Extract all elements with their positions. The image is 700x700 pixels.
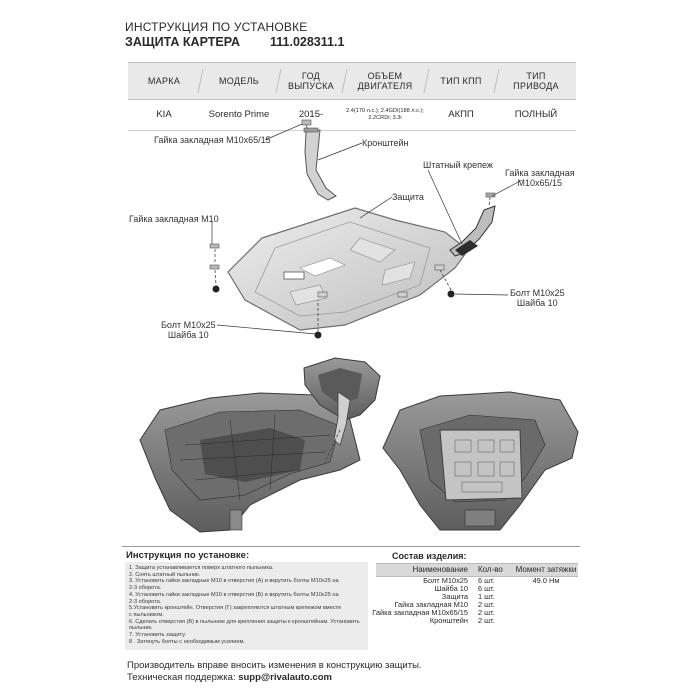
composition-row: Защита 1 шт. — [376, 593, 578, 601]
cell-year: 2015- — [298, 109, 324, 120]
composition-row: Гайка закладная М10 2 шт. — [376, 601, 578, 609]
instructions-title: Инструкция по установке: — [126, 550, 250, 561]
composition-row: Шайба 10 6 шт. — [376, 585, 578, 593]
item-qty: 6 шт. — [478, 576, 495, 585]
instruction-step: 8 . Затянуть болты с необходимым усилием… — [129, 638, 245, 645]
disclaimer: Производитель вправе вносить изменения в… — [127, 660, 422, 671]
callout-standard-fastener: Штатный крепеж — [423, 160, 493, 170]
item-qty: 2 шт. — [478, 616, 495, 625]
composition-row: Кронштейн 2 шт. — [376, 617, 578, 625]
cell-gearbox: АКПП — [448, 109, 474, 120]
header-name: Наименование — [412, 565, 468, 574]
composition-title: Состав изделия: — [392, 551, 467, 561]
instruction-step: 2-3 оборота. — [129, 598, 162, 605]
item-name: Болт М10х25 — [423, 576, 468, 585]
instruction-step: 2-3 оборота. — [129, 585, 162, 592]
header-torque: Момент затяжки — [515, 565, 577, 574]
instruction-step: с пыльником. — [129, 611, 164, 618]
cell-engine: 2.4(170 л.с.); 2.4GDI(188 л.с.); 2.2CRDi… — [346, 108, 424, 121]
instruction-step: 5.Установить кронштейн. Отверстия (Г) за… — [129, 605, 342, 612]
support-email[interactable]: supp@rivalauto.com — [238, 672, 332, 683]
spec-table-row: KIA Sorento Prime 2015- 2.4(170 л.с.); 2… — [128, 100, 576, 131]
vehicle-spec-table: МАРКА МОДЕЛЬ ГОД ВЫПУСКА ОБЪЕМ ДВИГАТЕЛЯ… — [128, 62, 576, 131]
nut-icon — [209, 264, 220, 270]
bracket-detail-drawing — [303, 357, 381, 463]
bolt-icon — [447, 290, 455, 298]
item-qty: 1 шт. — [478, 592, 495, 601]
spec-table-header: МАРКА МОДЕЛЬ ГОД ВЫПУСКА ОБЪЕМ ДВИГАТЕЛЯ… — [128, 62, 576, 100]
product-code: 111.028311.1 — [270, 35, 345, 49]
item-name: Кронштейн — [429, 616, 468, 625]
header-gearbox: ТИП КПП — [440, 76, 482, 86]
item-name: Гайка закладная М10х65/15 — [372, 608, 468, 617]
bracket-right-drawing — [449, 192, 496, 257]
composition-row: Болт М10х25 6 шт. 49.0 Нм — [376, 577, 578, 585]
cell-brand: KIA — [156, 109, 172, 120]
item-name: Гайка закладная М10 — [394, 600, 468, 609]
header-brand: МАРКА — [147, 76, 181, 86]
nut-icon — [301, 119, 312, 126]
composition-table: Наименование Кол-во Момент затяжки Болт … — [372, 563, 578, 625]
instructions-list: 1. Защита устанавливается поверх штатног… — [125, 562, 368, 650]
callout-nut-m10x65-right: Гайка закладная М10х65/15 — [505, 168, 575, 188]
composition-row: Гайка закладная М10х65/15 2 шт. — [372, 608, 578, 617]
instruction-step: 3. Установить гайки закладные М10 в отве… — [129, 578, 339, 585]
cell-model: Sorento Prime — [208, 109, 270, 120]
item-qty: 2 шт. — [478, 600, 495, 609]
document-title: ИНСТРУКЦИЯ ПО УСТАНОВКЕ — [125, 20, 308, 34]
instruction-step: 6. Сделать отверстия (В) в пыльнике для … — [129, 618, 360, 625]
callout-bracket: Кронштейн — [362, 138, 409, 148]
cell-drive: ПОЛНЫЙ — [514, 109, 558, 120]
callout-bolt-left: Болт М10х25 Шайба 10 — [161, 320, 216, 340]
instruction-step: 2. Снять штатный пыльник. — [129, 571, 201, 578]
product-title: ЗАЩИТА КАРТЕРА 111.028311.1 — [125, 35, 344, 49]
item-name: Шайба 10 — [434, 584, 468, 593]
skid-plate-drawing — [227, 207, 469, 331]
item-name: Защита — [441, 592, 468, 601]
support-label: Техническая поддержка: — [127, 672, 236, 683]
instruction-step: пыльник. — [129, 625, 153, 632]
instruction-step: 7. Установить защиту. — [129, 632, 186, 639]
header-year: ГОД ВЫПУСКА — [287, 71, 334, 91]
header-engine: ОБЪЕМ ДВИГАТЕЛЯ — [357, 71, 413, 91]
product-name: ЗАЩИТА КАРТЕРА — [125, 35, 240, 49]
header-model: МОДЕЛЬ — [218, 76, 259, 86]
underbody-right-drawing — [382, 391, 579, 531]
callout-guard: Защита — [392, 192, 424, 202]
bolt-icon — [212, 285, 220, 293]
callout-nut-m10x65-top: Гайка закладная М10х65/15 — [154, 135, 271, 145]
header-drive: ТИП ПРИВОДА — [513, 71, 559, 91]
callout-nut-m10: Гайка закладная М10 — [129, 214, 219, 224]
header-qty: Кол-во — [478, 565, 503, 574]
callout-bolt-right: Болт М10х25 Шайба 10 — [510, 288, 565, 308]
bracket-left-drawing — [303, 127, 337, 201]
support-line: Техническая поддержка: supp@rivalauto.co… — [127, 672, 332, 683]
bolt-icon — [314, 331, 322, 339]
section-divider — [122, 546, 580, 547]
item-qty: 2 шт. — [478, 608, 495, 617]
instruction-step: 1. Защита устанавливается поверх штатног… — [129, 565, 274, 571]
item-torque: 49.0 Нм — [532, 576, 560, 585]
instruction-step: 4. Установить гайки закладные М10 в отве… — [129, 591, 339, 598]
underbody-left-drawing — [139, 392, 361, 533]
item-qty: 6 шт. — [478, 584, 495, 593]
nut-icon — [209, 243, 220, 249]
composition-header: Наименование Кол-во Момент затяжки — [376, 563, 578, 577]
